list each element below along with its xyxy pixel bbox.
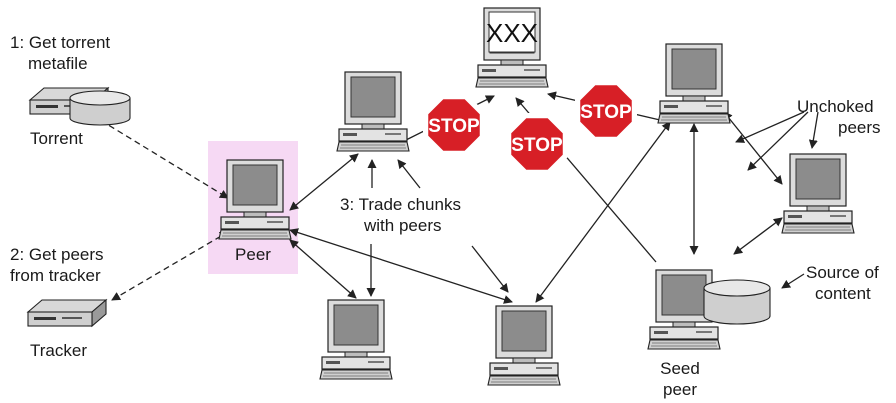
tracker-box-icon — [27, 299, 107, 327]
unchoked-peer-computer-icon — [781, 153, 855, 234]
step1-label-cont: metafile — [28, 54, 88, 73]
seed-peer-label: Seed — [660, 359, 700, 378]
peer-computer-icon — [319, 299, 393, 380]
step3-label: 3: Trade chunks — [340, 195, 461, 214]
stop-sign-label: STOP — [580, 102, 632, 123]
tracker-label: Tracker — [30, 341, 87, 360]
source-of-content-label-cont: content — [815, 284, 871, 303]
content-disk-icon — [703, 279, 771, 325]
source-of-content-label: Source of — [806, 263, 879, 282]
stop-sign-icon: STOP — [422, 93, 486, 157]
peer-computer-icon — [336, 71, 410, 152]
stop-sign-label: STOP — [511, 135, 563, 156]
torrent-label: Torrent — [30, 129, 83, 148]
stop-sign-icon: STOP — [505, 112, 569, 176]
unchoked-peer-computer-icon — [657, 43, 731, 124]
seed-peer-label-cont: peer — [662, 380, 698, 399]
step2-label-cont: from tracker — [10, 266, 101, 285]
peer-computer-icon — [218, 159, 292, 240]
step2-label: 2: Get peers — [10, 245, 104, 264]
peer-computer-icon — [487, 305, 561, 386]
stop-sign-icon: STOP — [574, 79, 638, 143]
unchoked-peers-label: Unchoked — [797, 97, 874, 116]
unchoked-peers-label-cont: peers — [838, 118, 881, 137]
torrent-disk-icon — [69, 90, 131, 126]
stop-sign-label: STOP — [428, 116, 480, 137]
peer-label: Peer — [235, 245, 271, 264]
screen-text: XXX — [486, 18, 538, 48]
blocked-screen — [488, 11, 536, 53]
step1-label: 1: Get torrent — [10, 33, 111, 52]
step3-label-cont: with peers — [364, 216, 442, 235]
